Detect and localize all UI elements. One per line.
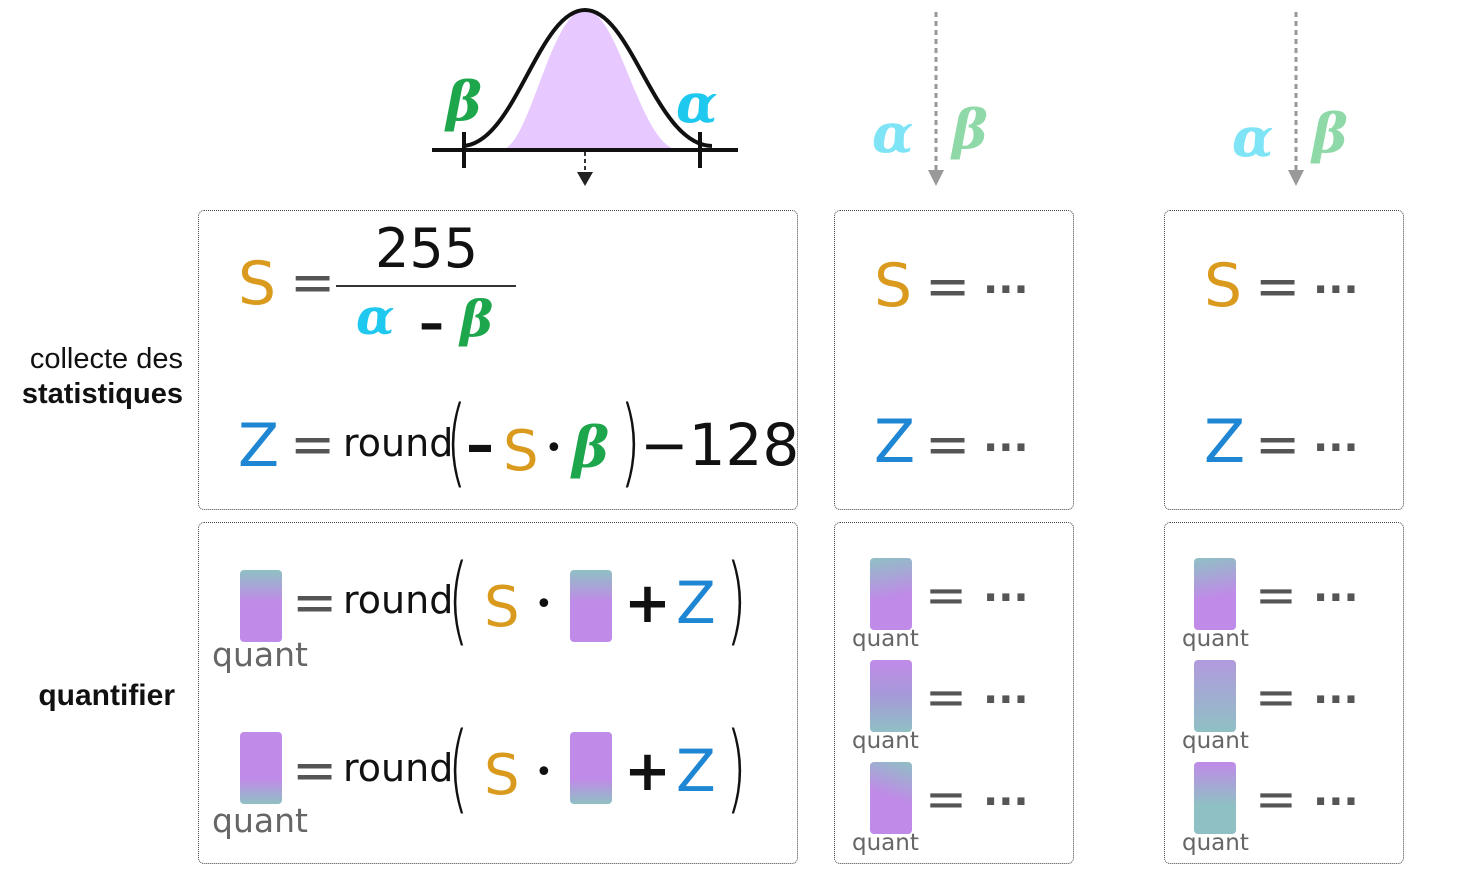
center-arrow-head — [577, 172, 593, 186]
equals-sign: = — [925, 255, 971, 318]
ellipsis: ··· — [983, 779, 1029, 825]
ellipsis: ··· — [1313, 425, 1359, 471]
ellipsis: ··· — [1313, 267, 1359, 313]
fraction-bar — [336, 285, 516, 287]
round-text: round — [343, 578, 454, 622]
equals-sign: = — [925, 668, 967, 726]
quant-block — [870, 762, 912, 834]
right-paren: ) — [726, 544, 747, 656]
quant-block — [1194, 660, 1236, 732]
collect-stats-label: collecte des statistiques — [0, 342, 183, 412]
round-text: round — [343, 746, 454, 790]
quant-label: quant — [852, 626, 919, 652]
plus-sign: + — [624, 739, 671, 804]
ellipsis: ··· — [983, 425, 1029, 471]
col3-beta: β — [1312, 101, 1348, 165]
ellipsis: ··· — [1313, 779, 1359, 825]
s-symbol: S — [238, 249, 277, 319]
quant-block — [1194, 762, 1236, 834]
minus-sign: – — [466, 413, 494, 478]
plus-sign: + — [624, 571, 671, 636]
z-symbol: Z — [676, 737, 716, 805]
collect-line2: statistiques — [21, 377, 183, 410]
equals-sign: = — [1255, 413, 1301, 476]
equals-sign: = — [290, 413, 336, 476]
right-paren: ) — [726, 712, 747, 824]
multiply-dot: • — [545, 431, 563, 466]
quant-label: quant — [1182, 728, 1249, 754]
quant-box-col2 — [834, 522, 1074, 864]
equals-sign: = — [925, 566, 967, 624]
col2-arrow — [928, 12, 944, 186]
col3-arrow — [1288, 12, 1304, 186]
quant-label: quant — [852, 830, 919, 856]
quant-label: quant — [1182, 626, 1249, 652]
denominator-minus: – — [419, 294, 444, 352]
quant-label: quant — [212, 801, 308, 840]
left-paren: ( — [446, 386, 467, 498]
left-paren: ( — [448, 712, 469, 824]
ellipsis: ··· — [983, 677, 1029, 723]
round-text: round — [343, 421, 454, 465]
distribution-curve — [432, 7, 738, 186]
input-block — [570, 732, 612, 804]
s-symbol: S — [1204, 251, 1243, 321]
right-paren: ) — [620, 386, 641, 498]
ellipsis: ··· — [983, 575, 1029, 621]
multiply-dot: • — [535, 587, 553, 622]
ellipsis: ··· — [1313, 575, 1359, 621]
z-symbol: Z — [238, 411, 280, 481]
equals-sign: = — [1255, 770, 1297, 828]
quantize-label: quantifier — [38, 679, 175, 712]
denominator-beta: β — [460, 289, 494, 348]
quant-block — [870, 558, 912, 630]
equals-sign: = — [1255, 255, 1301, 318]
beta-symbol: β — [572, 415, 610, 481]
z-symbol: Z — [874, 407, 916, 477]
z-symbol: Z — [1204, 407, 1246, 477]
s-symbol: S — [484, 743, 520, 808]
quant-label: quant — [852, 728, 919, 754]
denominator-alpha: α — [356, 287, 395, 346]
s-symbol: S — [503, 419, 539, 484]
numerator: 255 — [375, 217, 479, 280]
quant-box-main — [198, 522, 798, 864]
curve-alpha: α — [676, 71, 718, 135]
curve-beta: β — [446, 69, 482, 133]
quant-label: quant — [212, 635, 308, 674]
curve-fill — [500, 10, 680, 150]
equals-sign: = — [290, 251, 336, 314]
ellipsis: ··· — [983, 267, 1029, 313]
stats-box-col2 — [834, 210, 1074, 510]
curve-line — [461, 7, 713, 148]
col2-beta: β — [952, 97, 988, 161]
s-symbol: S — [874, 251, 913, 321]
quant-label: quant — [1182, 830, 1249, 856]
stats-box-col3 — [1164, 210, 1404, 510]
quant-block — [240, 570, 282, 642]
collect-line1: collecte des — [29, 343, 183, 375]
equals-sign: = — [1255, 566, 1297, 624]
minus-128: −128 — [640, 411, 800, 479]
z-symbol: Z — [676, 569, 716, 637]
s-symbol: S — [484, 575, 520, 640]
equals-sign: = — [292, 571, 338, 634]
quant-block — [870, 660, 912, 732]
equals-sign: = — [1255, 668, 1297, 726]
left-paren: ( — [448, 544, 469, 656]
equals-sign: = — [925, 770, 967, 828]
stats-box-main — [198, 210, 798, 510]
quant-box-col3 — [1164, 522, 1404, 864]
ellipsis: ··· — [1313, 677, 1359, 723]
input-block — [570, 570, 612, 642]
equals-sign: = — [925, 413, 971, 476]
col2-alpha: α — [872, 101, 914, 165]
multiply-dot: • — [535, 755, 553, 790]
quant-block — [1194, 558, 1236, 630]
quant-block — [240, 732, 282, 804]
col3-alpha: α — [1232, 105, 1274, 169]
equals-sign: = — [292, 739, 338, 802]
